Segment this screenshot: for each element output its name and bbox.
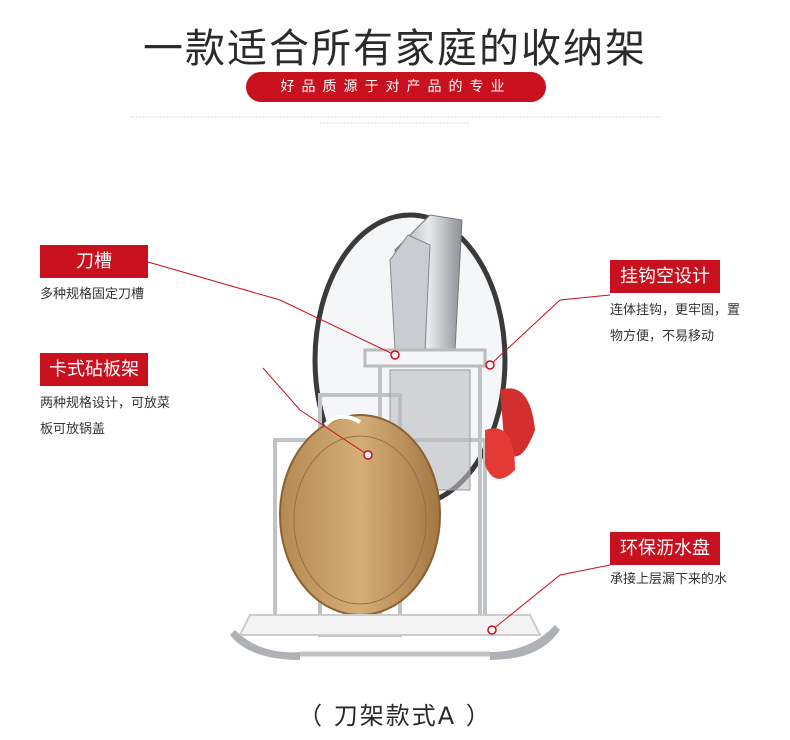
feature-label-hook-design: 挂钩空设计 [610, 260, 720, 293]
feature-label-drip-tray: 环保沥水盘 [610, 532, 720, 565]
feature-desc-knife-slot: 多种规格固定刀槽 [40, 287, 145, 302]
feature-label-board-holder: 卡式砧板架 [40, 353, 148, 386]
feature-label-knife-slot: 刀槽 [40, 245, 148, 278]
page-title: 一款适合所有家庭的收纳架 [143, 26, 647, 72]
decorative-divider [130, 116, 660, 124]
feature-desc-hook-design: 连体挂钩，更牢固，置 物方便，不易移动 [610, 303, 741, 344]
knife-rack-product-image [230, 212, 560, 660]
tagline-badge: 好品质源于对产品的专业 [246, 72, 546, 102]
product-caption: （ 刀架款式A ） [298, 702, 492, 730]
feature-desc-drip-tray: 承接上层漏下来的水 [610, 572, 728, 587]
feature-desc-board-holder: 两种规格设计，可放菜 板可放锅盖 [40, 396, 171, 437]
